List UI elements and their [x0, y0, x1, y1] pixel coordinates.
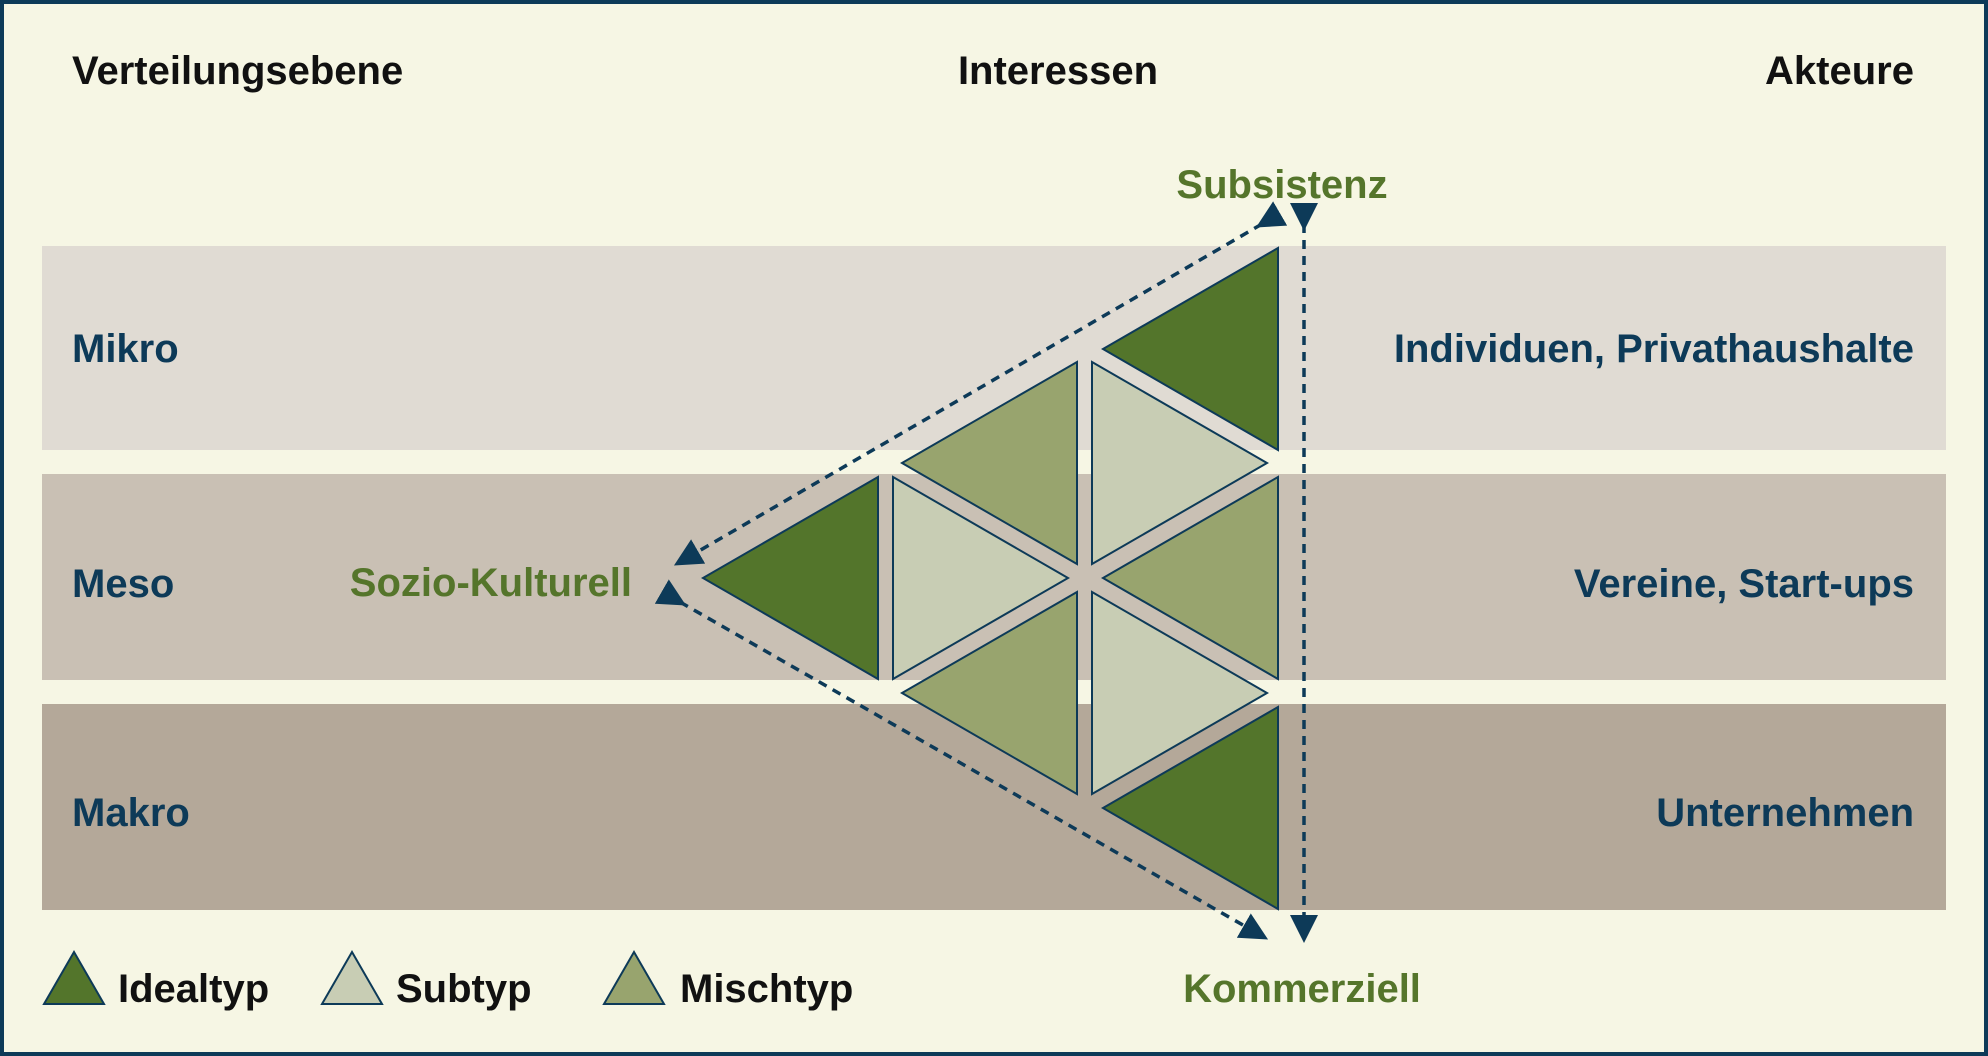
legend-idealtyp-swatch: [42, 949, 106, 1005]
legend-mischtyp-swatch: [602, 949, 666, 1005]
legend: Idealtyp Subtyp Mischtyp: [42, 949, 853, 1011]
header-interessen: Interessen: [958, 49, 1158, 93]
interest-subsistenz: Subsistenz: [1176, 163, 1387, 207]
legend-idealtyp-label: Idealtyp: [118, 967, 269, 1011]
interest-sozio-kulturell: Sozio-Kulturell: [350, 561, 632, 605]
legend-subtyp-swatch: [320, 949, 384, 1005]
level-label-mikro: Mikro: [72, 327, 179, 371]
legend-mischtyp-label: Mischtyp: [680, 967, 853, 1011]
actors-mikro: Individuen, Privathaushalte: [1394, 327, 1914, 371]
arrow-subsistenz-sozio-kulturell: [673, 201, 1288, 566]
header-verteilungsebene: Verteilungsebene: [72, 49, 403, 93]
actors-meso: Vereine, Start-ups: [1574, 562, 1914, 606]
level-label-meso: Meso: [72, 562, 174, 606]
interest-arrows: [654, 201, 1318, 943]
level-label-makro: Makro: [72, 791, 190, 835]
interest-kommerziell: Kommerziell: [1183, 967, 1421, 1011]
header-akteure: Akteure: [1765, 49, 1914, 93]
actors-makro: Unternehmen: [1656, 791, 1914, 835]
legend-subtyp-label: Subtyp: [396, 967, 532, 1011]
